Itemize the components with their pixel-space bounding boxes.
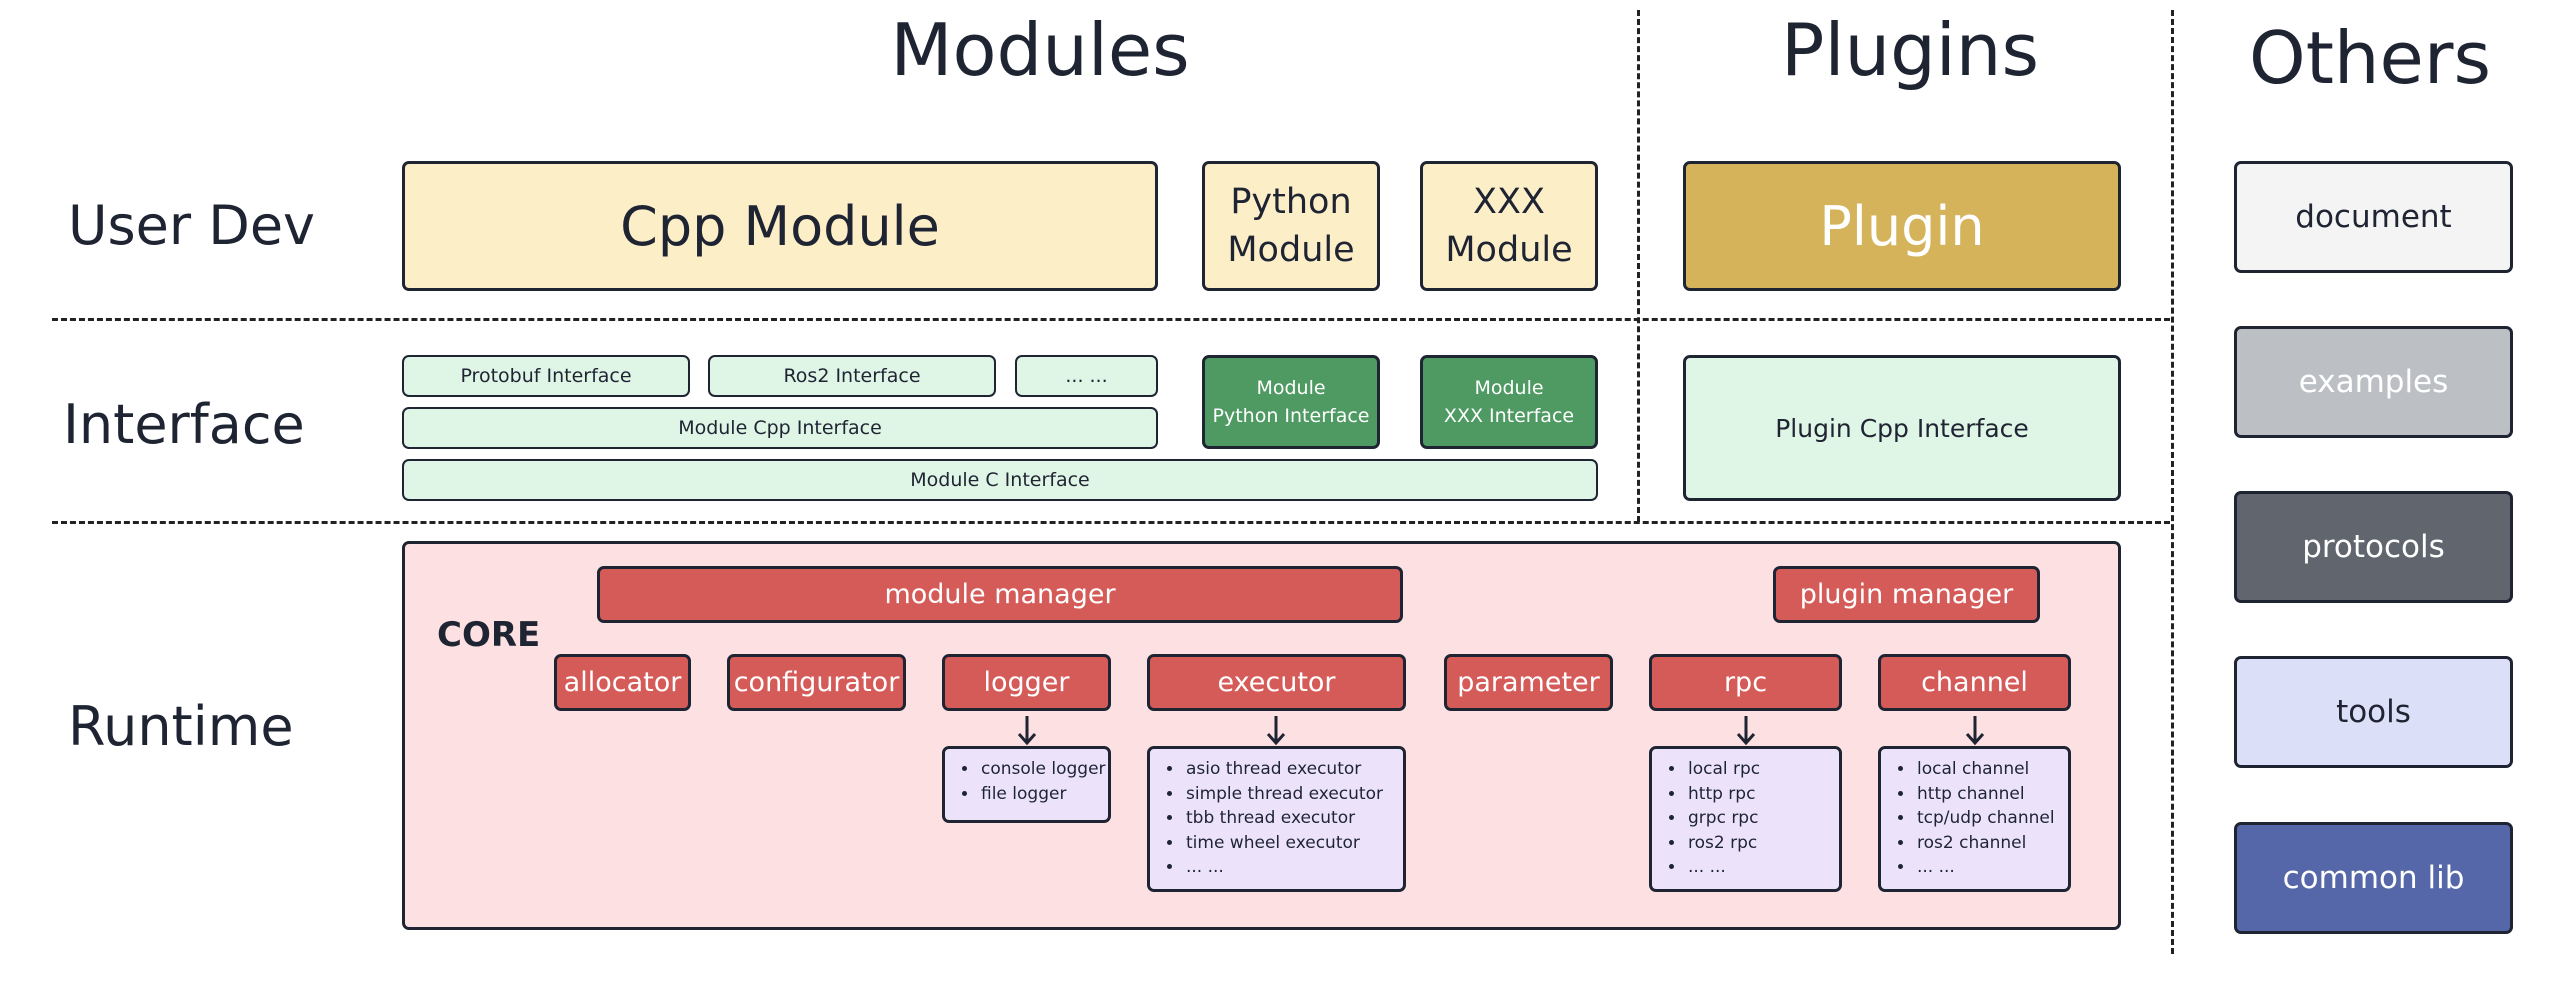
list-item: tbb thread executor	[1184, 806, 1403, 831]
list-item: ros2 rpc	[1686, 831, 1839, 856]
others-header: Others	[2249, 16, 2491, 100]
channel-list: local channel http channel tcp/udp chann…	[1878, 746, 2071, 892]
module-python-interface-box: Module Python Interface	[1202, 355, 1380, 449]
separator-plugins-others	[2171, 10, 2174, 954]
arrow-down-icon	[1266, 716, 1286, 746]
list-item: local channel	[1915, 757, 2068, 782]
examples-box: examples	[2234, 326, 2513, 438]
protobuf-interface-box: Protobuf Interface	[402, 355, 690, 397]
module-xxx-interface-box: Module XXX Interface	[1420, 355, 1598, 449]
list-item: tcp/udp channel	[1915, 806, 2068, 831]
list-item: http channel	[1915, 782, 2068, 807]
plugin-cpp-interface-box: Plugin Cpp Interface	[1683, 355, 2121, 501]
list-item: local rpc	[1686, 757, 1839, 782]
module-manager-box: module manager	[597, 566, 1403, 623]
arrow-down-icon	[1736, 716, 1756, 746]
protocols-box: protocols	[2234, 491, 2513, 603]
list-item: ... ...	[1915, 855, 2068, 880]
ellipsis-interface-box: ... ...	[1015, 355, 1158, 397]
ros2-interface-box: Ros2 Interface	[708, 355, 996, 397]
cpp-module-box: Cpp Module	[402, 161, 1158, 291]
executor-list: asio thread executor simple thread execu…	[1147, 746, 1406, 892]
configurator-box: configurator	[727, 654, 906, 711]
arrow-down-icon	[1017, 716, 1037, 746]
row-label-user-dev: User Dev	[68, 194, 316, 257]
list-item: file logger	[979, 782, 1108, 807]
rpc-box: rpc	[1649, 654, 1842, 711]
list-item: http rpc	[1686, 782, 1839, 807]
list-item: asio thread executor	[1184, 757, 1403, 782]
row-label-interface: Interface	[63, 393, 305, 456]
logger-box: logger	[942, 654, 1111, 711]
arrow-down-icon	[1965, 716, 1985, 746]
separator-interface-runtime	[52, 521, 2170, 524]
core-label: CORE	[437, 615, 541, 655]
xxx-module-box: XXX Module	[1420, 161, 1598, 291]
parameter-box: parameter	[1444, 654, 1613, 711]
list-item: ... ...	[1686, 855, 1839, 880]
plugins-header: Plugins	[1781, 8, 2039, 92]
module-c-interface-box: Module C Interface	[402, 459, 1598, 501]
row-label-runtime: Runtime	[68, 695, 294, 758]
rpc-list: local rpc http rpc grpc rpc ros2 rpc ...…	[1649, 746, 1842, 892]
list-item: ros2 channel	[1915, 831, 2068, 856]
logger-list: console logger file logger	[942, 746, 1111, 823]
list-item: grpc rpc	[1686, 806, 1839, 831]
document-box: document	[2234, 161, 2513, 273]
allocator-box: allocator	[554, 654, 691, 711]
list-item: simple thread executor	[1184, 782, 1403, 807]
list-item: console logger	[979, 757, 1108, 782]
tools-box: tools	[2234, 656, 2513, 768]
list-item: time wheel executor	[1184, 831, 1403, 856]
separator-userdev-interface	[52, 318, 2170, 321]
python-module-box: Python Module	[1202, 161, 1380, 291]
plugin-manager-box: plugin manager	[1773, 566, 2040, 623]
common-lib-box: common lib	[2234, 822, 2513, 934]
list-item: ... ...	[1184, 855, 1403, 880]
executor-box: executor	[1147, 654, 1406, 711]
modules-header: Modules	[890, 8, 1190, 92]
module-cpp-interface-box: Module Cpp Interface	[402, 407, 1158, 449]
channel-box: channel	[1878, 654, 2071, 711]
separator-modules-plugins	[1637, 10, 1640, 522]
plugin-box: Plugin	[1683, 161, 2121, 291]
